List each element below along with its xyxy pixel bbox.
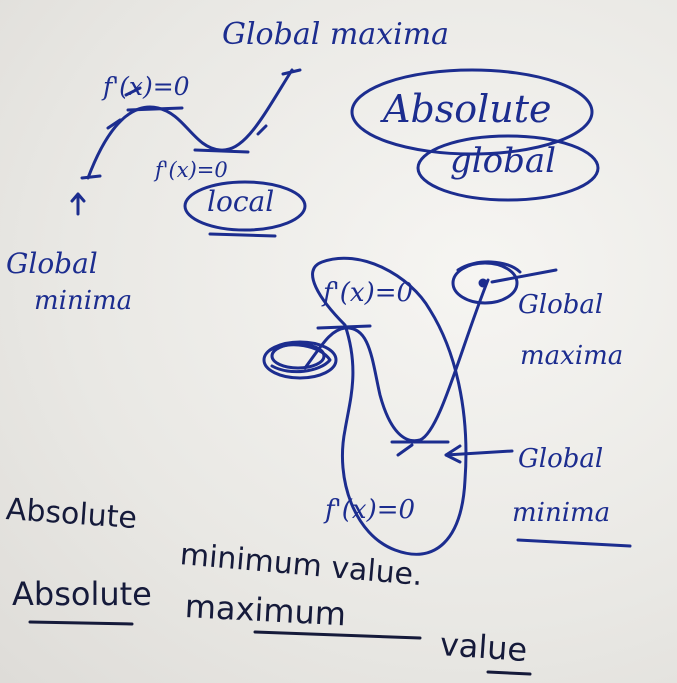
absolute-synonym-label: Absolute (383, 87, 552, 131)
absolute-maximum-word1: Absolute (12, 575, 152, 613)
top-peak-derivative-label: f'(x)=0 (103, 72, 190, 101)
bottom-global-minima-line2: minima (512, 498, 611, 528)
maxima-scribble (456, 260, 522, 274)
absolute-underline-1 (28, 620, 134, 626)
global-oval (416, 134, 600, 202)
bottom-arrow-to-maxima (490, 268, 558, 284)
bottom-trough-derivative-label: f'(x)=0 (325, 495, 416, 525)
bottom-peak-tangent (316, 324, 372, 330)
top-start-tick (80, 174, 102, 180)
big-enclosing-loop (311, 256, 468, 556)
value-underline (486, 670, 532, 676)
top-up-arrow (70, 192, 86, 216)
top-small-arrow-3 (124, 86, 142, 97)
bottom-peak-derivative-label: f'(x)=0 (323, 278, 414, 308)
absolute-minimum-word1: Absolute (4, 492, 139, 537)
bottom-function-curve (303, 278, 490, 443)
local-underline (208, 232, 277, 238)
maximum-underline (253, 630, 422, 640)
top-function-curve (86, 68, 294, 180)
bottom-global-maxima-line1: Global (518, 290, 604, 320)
top-global-maxima-label: Global maxima (222, 17, 450, 52)
bottom-left-scribble-1 (262, 340, 338, 380)
top-global-minima-line2: minima (34, 286, 133, 316)
absolute-oval (350, 68, 594, 156)
bottom-arrow-to-minima (444, 444, 514, 464)
bottom-left-scribble-3 (268, 343, 332, 374)
top-end-arrow (281, 68, 302, 76)
top-small-arrow-2 (256, 124, 268, 136)
top-peak-tangent (126, 106, 184, 112)
bottom-global-minima-line1: Global (518, 444, 604, 474)
local-circle (183, 180, 307, 232)
bottom-global-maxima-line2: maxima (520, 341, 624, 371)
global-minima-underline (516, 538, 632, 548)
global-synonym-label: global (450, 141, 557, 181)
bottom-trough-tick (396, 443, 414, 457)
local-label: local (207, 185, 275, 218)
top-trough-tangent (193, 148, 250, 154)
absolute-maximum-word3: value (438, 625, 529, 670)
top-trough-derivative-label: f'(x)=0 (155, 158, 228, 182)
top-global-minima-line1: Global (6, 247, 98, 280)
absolute-maximum-word2: maximum (184, 587, 348, 634)
maxima-point-dot (478, 278, 488, 288)
top-small-arrow-1 (106, 118, 122, 130)
